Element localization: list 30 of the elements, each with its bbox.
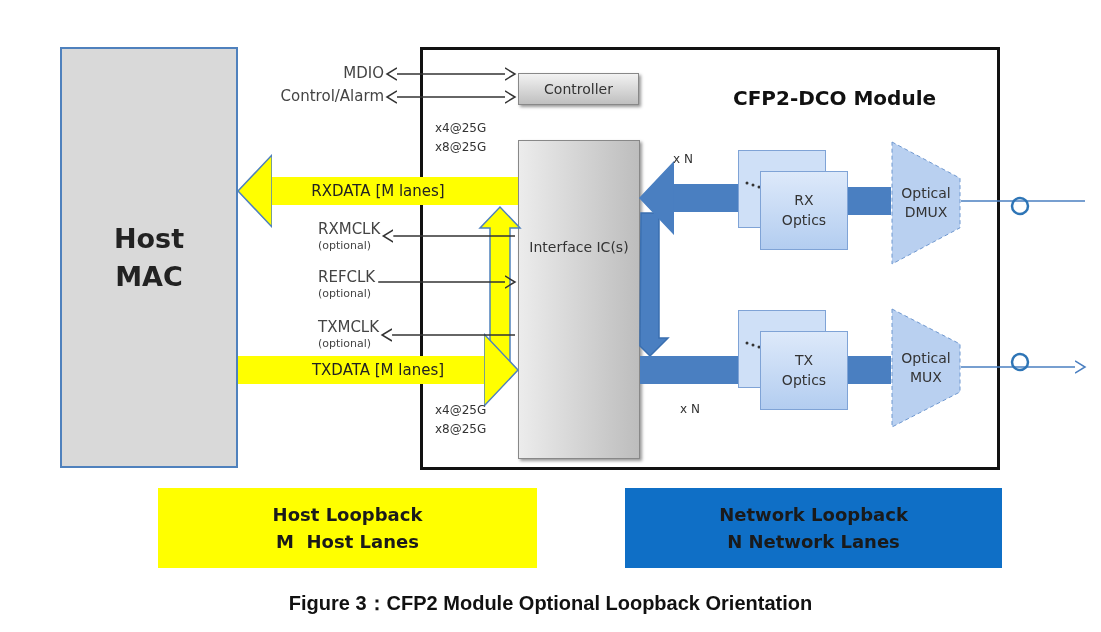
module-heading: CFP2-DCO Module bbox=[733, 86, 937, 110]
block-arrow bbox=[238, 333, 519, 407]
loopback-banner: Network Loopback N Network Lanes bbox=[625, 488, 1002, 568]
arrow bbox=[382, 229, 516, 243]
block-arrow bbox=[237, 154, 518, 228]
arrow bbox=[377, 275, 516, 289]
annotation-text: x N bbox=[673, 152, 693, 166]
annotation-text: x4@25G bbox=[435, 403, 487, 417]
arrow bbox=[960, 360, 1086, 374]
demultiplexer-trapezoid: Optical DMUX bbox=[891, 141, 961, 265]
annotation-text: x N bbox=[680, 402, 700, 416]
controller-box: Controller bbox=[518, 73, 639, 105]
interface-ic-box: Interface IC(s) bbox=[518, 140, 640, 459]
arrow bbox=[386, 90, 516, 104]
annotation-text: x8@25G bbox=[435, 422, 487, 436]
arrow bbox=[386, 67, 516, 81]
signal-label: MDIO bbox=[343, 64, 384, 82]
multiplexer-trapezoid: Optical MUX bbox=[891, 308, 961, 428]
host-block: Host MAC bbox=[60, 47, 238, 468]
edge-label: RXDATA [M lanes] bbox=[309, 182, 447, 200]
annotation-text: x8@25G bbox=[435, 140, 487, 154]
signal-label: REFCLK (optional) bbox=[318, 268, 376, 301]
loopback-banner: Host Loopback M Host Lanes bbox=[158, 488, 537, 568]
signal-label: RXMCLK (optional) bbox=[318, 220, 381, 253]
block-arrow bbox=[639, 161, 738, 235]
arrow bbox=[381, 328, 516, 342]
annotation-text: x4@25G bbox=[435, 121, 487, 135]
signal-label: TXMCLK (optional) bbox=[318, 318, 380, 351]
figure-caption: Figure 3：CFP2 Module Optional Loopback Orientation bbox=[287, 591, 814, 616]
signal-label: Control/Alarm bbox=[280, 87, 384, 105]
